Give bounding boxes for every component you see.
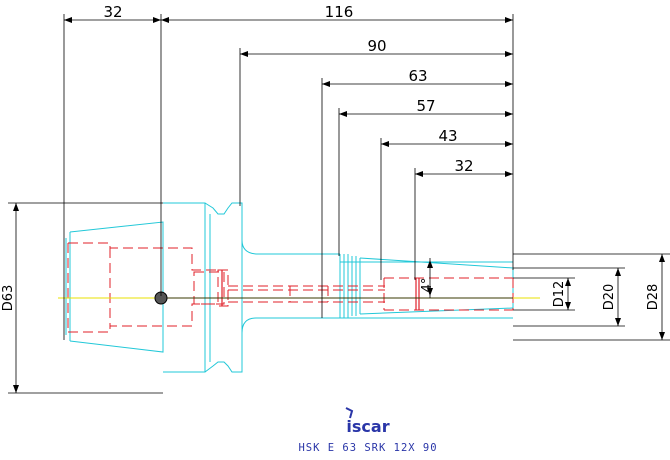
- dim-32-inner: 32: [454, 157, 473, 175]
- dimension-lines: [8, 14, 670, 394]
- brand-logo: iscar: [345, 407, 390, 436]
- model-caption: HSK E 63 SRK 12X 90: [298, 442, 437, 454]
- dim-43: 43: [438, 127, 457, 145]
- dim-32-top: 32: [103, 3, 122, 21]
- dim-63: 63: [408, 67, 427, 85]
- dim-57: 57: [416, 97, 435, 115]
- diam-d28: D28: [646, 284, 661, 311]
- hidden-solid: [221, 270, 420, 310]
- arrowheads: [13, 17, 665, 393]
- angle-label: 4°: [420, 278, 435, 293]
- diam-d20: D20: [602, 284, 617, 311]
- logo-text: iscar: [346, 417, 389, 436]
- diam-d12: D12: [552, 281, 567, 308]
- diam-d63: D63: [1, 285, 16, 312]
- hidden-bore: [67, 242, 514, 333]
- dim-116: 116: [325, 3, 354, 21]
- dim-90: 90: [367, 37, 386, 55]
